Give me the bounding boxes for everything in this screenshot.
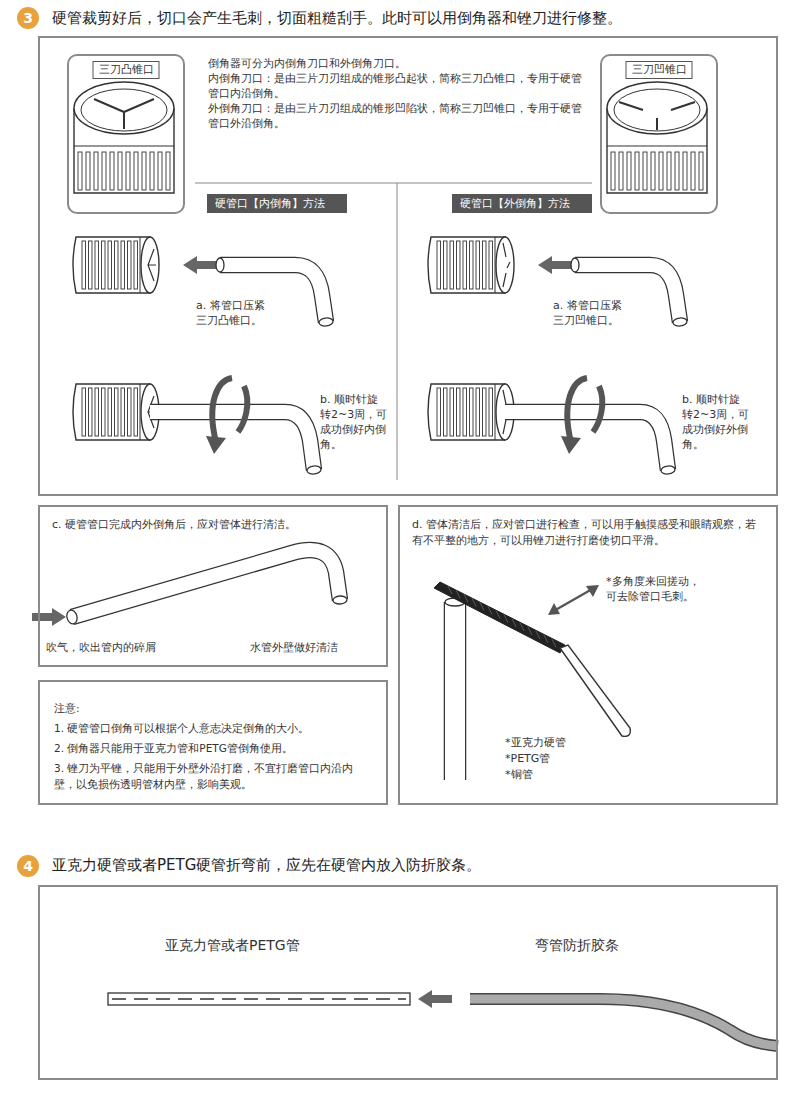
step-number: 3: [17, 7, 39, 29]
pipe-end: [571, 258, 579, 272]
chamfer-tool-top: [74, 82, 174, 193]
pipe-body: [220, 265, 326, 322]
pipe-end: [307, 465, 322, 474]
tool-name: 三刀凸锥口: [93, 61, 160, 79]
motion-arrow: [552, 588, 594, 612]
annotation: b. 顺时针旋转2~3周，可成功倒好外倒角。: [682, 392, 750, 452]
file-teeth: [536, 631, 540, 639]
annotation: 弯管防折胶条: [535, 935, 695, 955]
panel-text: 1. 硬管管口倒角可以根据个人意志决定倒角的大小。: [54, 720, 372, 736]
pipe-outline: [150, 412, 314, 470]
file-teeth: [504, 615, 508, 623]
file-teeth: [544, 635, 548, 643]
panel-text: d. 管体清洁后，应对管口进行检查，可以用手触摸感受和眼睛观察，若有不平整的地方…: [412, 517, 764, 549]
panel-text: c. 硬管管口完成内外倒角后，应对管体进行清洁。: [52, 517, 374, 533]
pipe-body: [72, 550, 340, 617]
pipe-outline: [72, 550, 340, 617]
rubber-strip-outline: [470, 999, 778, 1046]
band-title: 硬管口【外倒角】方法: [460, 196, 570, 211]
pipe-end: [319, 317, 334, 326]
rotate-arrow: [212, 378, 247, 442]
divider: [397, 183, 398, 480]
file-teeth: [464, 594, 468, 602]
pipe-outline: [575, 265, 680, 322]
panel-text: 3. 锉刀为平锉，只能用于外壁外沿打磨，不宜打磨管口内沿内壁，以免损伤透明管材内…: [54, 760, 372, 792]
file-teeth: [448, 586, 452, 594]
pipe-outline: [444, 602, 467, 780]
chamfer-tool: [73, 237, 159, 293]
annotation: a. 将管口压紧 三刀凹锥口。: [553, 298, 633, 328]
push-arrow: [538, 256, 572, 274]
hard-pipe: [108, 993, 410, 1005]
section-heading: 亚克力硬管或者PETG硬管折弯前，应先在硬管内放入防折胶条。: [52, 855, 772, 875]
panel: 亚克力硬管或者PETG硬管折弯前，应先在硬管内放入防折胶条。: [38, 885, 778, 1080]
annotation: 倒角器可分为内倒角刀口和外倒角刀口。: [208, 56, 588, 71]
pipe-end: [216, 258, 224, 272]
motion-arrow-head: [586, 585, 599, 597]
file-teeth: [528, 627, 532, 635]
annotation: 外倒角刀口：是由三片刀刃组成的锥形凹陷状，简称三刀凹锥口，专用于硬管管口外沿倒角…: [208, 101, 588, 131]
file-teeth: [456, 590, 460, 598]
panel-text: 注意:: [54, 700, 372, 716]
tool-box: 三刀凸锥口: [67, 54, 185, 214]
chamfer-tool: [428, 237, 514, 293]
panel-text: 2. 倒角器只能用于亚克力管和PETG管倒角使用。: [54, 740, 372, 756]
file-blade: [434, 582, 565, 653]
annotation: a. 将管口压紧 三刀凸锥口。: [196, 298, 276, 328]
motion-arrow-head: [548, 603, 560, 615]
rotate-arrow: [567, 378, 602, 442]
method-band: 硬管口【外倒角】方法: [452, 194, 592, 213]
file-teeth: [488, 607, 492, 615]
pipe-outline: [220, 265, 326, 322]
push-arrow: [183, 256, 217, 274]
file-handle: [560, 645, 630, 736]
annotation: 吹气，吹出管内的碎屑: [46, 640, 206, 655]
band-title: 硬管口【内倒角】方法: [215, 196, 325, 211]
annotation: *亚克力硬管: [505, 735, 625, 750]
annotation: *PETG管: [505, 751, 625, 766]
panel: 注意: 1. 硬管管口倒角可以根据个人意志决定倒角的大小。 2. 倒角器只能用于亚克…: [38, 680, 388, 805]
rotate-arrow-head: [561, 436, 581, 454]
annotation: b. 顺时针旋转2~3周，可成功倒好内倒角。: [320, 392, 388, 452]
file-teeth: [520, 623, 524, 631]
annotation: 水管外壁做好清洁: [250, 640, 380, 655]
file-teeth: [496, 611, 500, 619]
annotation: *铜管: [505, 767, 625, 782]
annotation: 内倒角刀口：是由三片刀刃组成的锥形凸起状，简称三刀凸锥口，专用于硬管管口内沿倒角…: [208, 71, 588, 101]
file-teeth: [512, 619, 516, 627]
annotation: *多角度来回搓动，可去除管口毛刺。: [606, 574, 708, 604]
panel: d. 管体清洁后，应对管口进行检查，可以用手触摸感受和眼睛观察，若有不平整的地方…: [398, 505, 778, 805]
pipe-body: [445, 602, 465, 780]
step-number: 4: [17, 855, 39, 877]
section-heading: 硬管裁剪好后，切口会产生毛刺，切面粗糙刮手。此时可以用倒角器和锉刀进行修整。: [52, 8, 772, 28]
push-arrow: [418, 990, 452, 1008]
pipe-centre: [112, 998, 406, 999]
pipe-end: [65, 609, 78, 625]
drawing: [32, 82, 778, 1046]
pipe-body: [505, 412, 668, 470]
rubber-strip: [470, 999, 778, 1046]
tool-name: 三刀凹锥口: [626, 61, 693, 79]
pipe-body: [150, 412, 314, 470]
pipe-body: [575, 265, 680, 322]
file-teeth: [552, 639, 556, 647]
file-teeth: [480, 602, 484, 610]
pipe-outline: [505, 412, 668, 470]
chamfer-tool-top: [607, 82, 707, 193]
file-teeth: [472, 598, 476, 606]
chamfer-tool: [428, 384, 514, 440]
annotation: 亚克力管或者PETG管: [165, 935, 365, 955]
pipe-end: [661, 465, 676, 474]
divider: [195, 183, 592, 184]
method-band: 硬管口【内倒角】方法: [207, 194, 347, 213]
pipe-end: [673, 317, 688, 326]
chamfer-tool: [73, 384, 159, 440]
tool-box: 三刀凹锥口: [600, 54, 718, 214]
rotate-arrow-head: [206, 436, 226, 454]
pipe-end: [333, 596, 348, 605]
